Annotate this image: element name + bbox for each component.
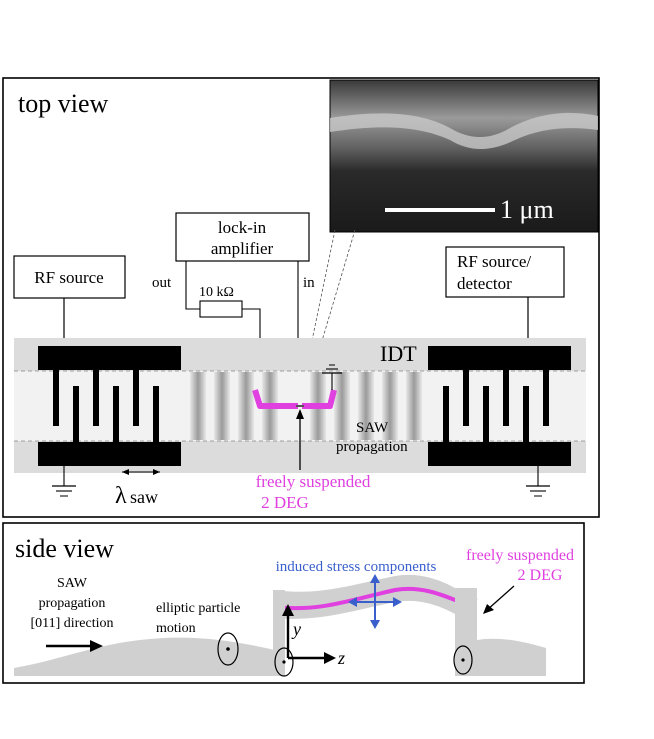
lambda-symbol: λ (115, 483, 127, 509)
stress-components-arrows (348, 574, 402, 629)
lockin-label-1: lock-in (218, 218, 267, 237)
side-2deg-line (274, 587, 478, 611)
in-label: in (303, 275, 315, 291)
axis-y-label: y (291, 619, 301, 639)
lockin-label-2: amplifier (211, 239, 274, 258)
elliptic-label-1: elliptic particle (156, 601, 240, 616)
out-label: out (152, 275, 172, 291)
deg-label-top-2: 2 DEG (261, 493, 309, 512)
zoom-line-right (301, 229, 356, 409)
ground-symbol-left (52, 466, 76, 497)
idt-right (428, 346, 571, 466)
elliptic-label-2: motion (156, 621, 196, 636)
deg-side-arrow (486, 585, 515, 611)
lockin-amplifier-box (175, 212, 310, 262)
deg-label-side-1: freely suspended (466, 547, 574, 564)
deg-label-top-1: freely suspended (256, 472, 371, 491)
rf-source-right-box (445, 246, 565, 298)
saw-label-top-2: propagation (336, 439, 408, 455)
saw-label-side-2: propagation (39, 596, 106, 611)
out-wire (185, 261, 200, 310)
suspended-2deg-device (252, 389, 337, 409)
sem-micrograph: 1 μm (329, 79, 599, 233)
saw-label-side-1: SAW (57, 576, 88, 591)
substrate-wave-right (455, 638, 546, 676)
rf-source-left-label: RF source (34, 268, 103, 287)
elliptic-motion-icon-2 (274, 647, 294, 677)
yz-axes (282, 604, 336, 664)
rf-source-right-label-2: detector (457, 274, 512, 293)
rf-source-right-label-1: RF source/ (457, 252, 531, 271)
saw-label-side-3: [011] direction (30, 616, 113, 631)
resistor (199, 300, 243, 318)
stress-label: induced stress components (276, 559, 437, 575)
elliptic-motion-icon-1 (217, 632, 239, 666)
deg-label-side-2: 2 DEG (518, 567, 563, 584)
scale-bar-label: 1 μm (500, 195, 554, 224)
top-view-title: top view (18, 89, 108, 118)
wavelength-marker (122, 469, 160, 475)
ground-symbol-right (526, 466, 550, 497)
idt-left (38, 346, 181, 466)
axis-z-label: z (337, 648, 345, 668)
elliptic-motion-icon-3 (453, 645, 473, 675)
saw-label-top-1: SAW (356, 420, 389, 436)
lambda-subscript: saw (130, 487, 158, 507)
idt-label: IDT (380, 341, 417, 366)
side-view-title: side view (15, 534, 114, 563)
ground-symbol-device (322, 364, 342, 390)
rf-source-left-box (13, 255, 126, 299)
substrate-wave-left (14, 637, 275, 676)
resistor-label: 10 kΩ (199, 285, 234, 300)
